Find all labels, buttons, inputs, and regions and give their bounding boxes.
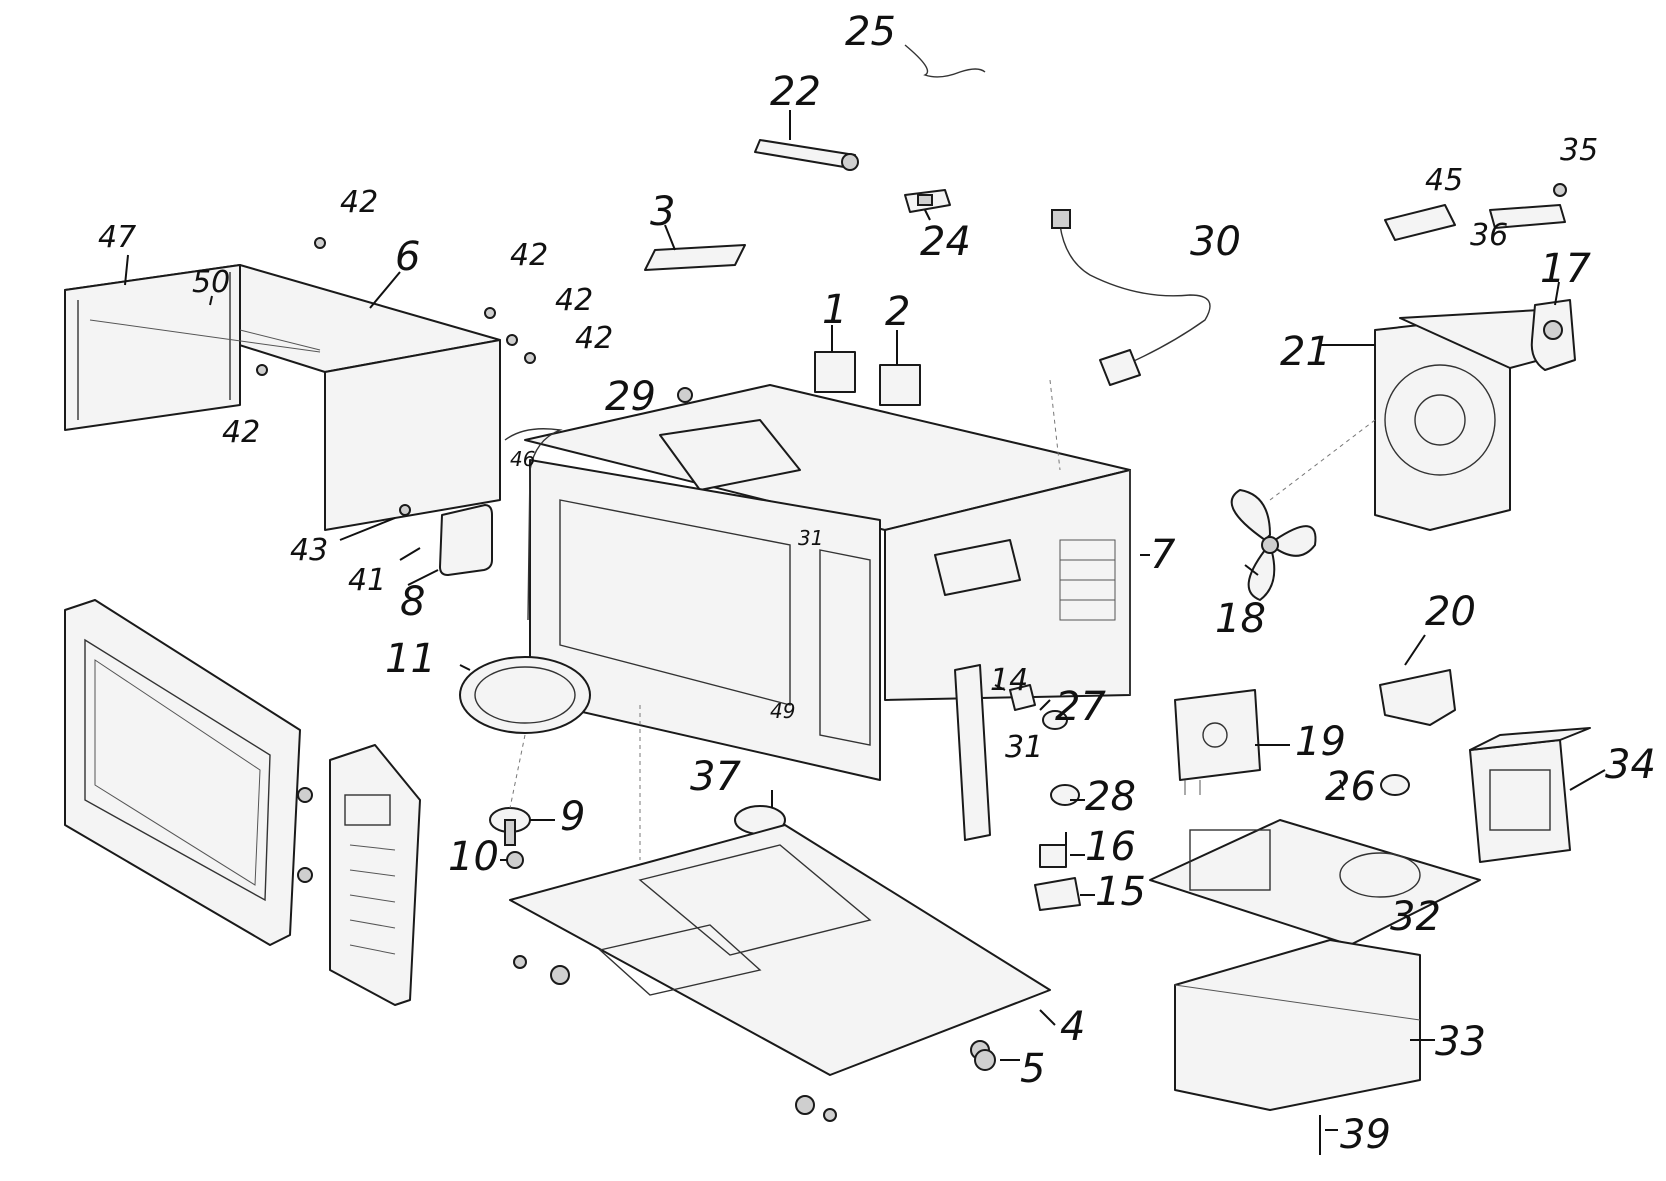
callout-24: 24 — [920, 219, 971, 265]
callout-4: 4 — [1060, 1004, 1085, 1050]
part-7-cavity — [524, 384, 1131, 781]
part-22-bracket — [754, 139, 859, 171]
microwave-door — [64, 599, 313, 946]
callout-29: 29 — [605, 374, 656, 420]
cover-screws — [256, 237, 536, 516]
part-2-label — [879, 364, 921, 406]
callout-22: 22 — [770, 69, 821, 115]
part-1-label — [814, 351, 856, 393]
callout-49: 49 — [770, 699, 795, 723]
callout-27: 27 — [1055, 684, 1106, 730]
callout-42-d: 42 — [575, 321, 613, 356]
leader-lines — [124, 110, 1606, 1131]
part-17-thermal-switch — [1530, 299, 1576, 371]
assembly-guides — [509, 379, 1376, 860]
part-5-foot — [974, 1049, 996, 1071]
callout-9: 9 — [560, 794, 585, 840]
callout-32: 32 — [1390, 894, 1441, 940]
callout-42-e: 42 — [222, 415, 260, 450]
callout-25: 25 — [845, 9, 896, 55]
door-switches — [954, 664, 1081, 911]
callout-31-b: 31 — [1005, 730, 1043, 765]
callout-15: 15 — [1095, 869, 1146, 915]
part-46-wire — [504, 428, 563, 621]
callout-28: 28 — [1085, 774, 1136, 820]
callout-6: 6 — [395, 234, 420, 280]
callout-31-a: 31 — [798, 526, 823, 550]
part-4-base-plate — [509, 824, 1051, 1076]
callout-8: 8 — [400, 579, 425, 625]
callout-30: 30 — [1190, 219, 1241, 265]
callout-19: 19 — [1295, 719, 1346, 765]
callout-20: 20 — [1425, 589, 1476, 635]
callout-37: 37 — [690, 754, 741, 800]
callout-17: 17 — [1540, 246, 1591, 292]
part-26-fuse — [1380, 774, 1410, 796]
callout-43: 43 — [290, 533, 328, 568]
callout-26: 26 — [1325, 764, 1376, 810]
callout-36: 36 — [1470, 218, 1508, 253]
callout-11: 11 — [385, 636, 436, 682]
part-29-clip — [677, 387, 693, 403]
callout-33: 33 — [1435, 1019, 1486, 1065]
callout-3: 3 — [650, 189, 675, 235]
callout-2: 2 — [885, 289, 910, 335]
part-34-transformer — [1469, 727, 1591, 863]
callout-labels: 47 50 42 6 42 42 42 42 43 41 8 3 22 25 2… — [98, 9, 1656, 1158]
callout-45: 45 — [1425, 163, 1463, 198]
part-3-label — [644, 244, 746, 271]
callout-10: 10 — [448, 834, 499, 880]
callout-47: 47 — [98, 220, 136, 255]
callout-42-c: 42 — [555, 283, 593, 318]
outer-cabinet-cover — [64, 264, 501, 531]
callout-7: 7 — [1150, 532, 1176, 578]
part-11-roller-ring — [459, 656, 591, 734]
callout-35: 35 — [1560, 133, 1598, 168]
callout-16: 16 — [1085, 824, 1136, 870]
callout-21: 21 — [1280, 329, 1331, 375]
callout-1: 1 — [822, 287, 847, 333]
part-21-fan-housing — [1374, 309, 1541, 531]
callout-46: 46 — [510, 447, 535, 471]
part-30-power-cord — [1051, 209, 1211, 386]
callout-42-a: 42 — [340, 185, 378, 220]
part-19-capacitor — [1174, 689, 1261, 795]
part-24-switch — [904, 189, 951, 213]
part-32-circuit-board — [1149, 819, 1481, 946]
callout-42-b: 42 — [510, 238, 548, 273]
part-9-part-10-coupler — [489, 807, 531, 869]
callout-5: 5 — [1020, 1046, 1045, 1092]
control-panel — [329, 744, 421, 1006]
callout-50: 50 — [192, 265, 230, 300]
part-18-fan-blade — [1230, 489, 1317, 601]
callout-39: 39 — [1340, 1112, 1391, 1158]
part-25-wire — [904, 44, 986, 78]
callout-34: 34 — [1605, 742, 1656, 788]
part-20-bracket — [1379, 669, 1456, 726]
base-feet — [513, 955, 990, 1122]
part-8-cover-plate — [439, 504, 493, 576]
callout-18: 18 — [1215, 596, 1266, 642]
callout-14: 14 — [990, 663, 1028, 698]
part-45-part-36-part-35 — [1384, 183, 1567, 241]
callout-41: 41 — [348, 563, 386, 598]
cavity-vent-grid — [1059, 539, 1116, 621]
part-33-base-frame — [1174, 939, 1421, 1111]
